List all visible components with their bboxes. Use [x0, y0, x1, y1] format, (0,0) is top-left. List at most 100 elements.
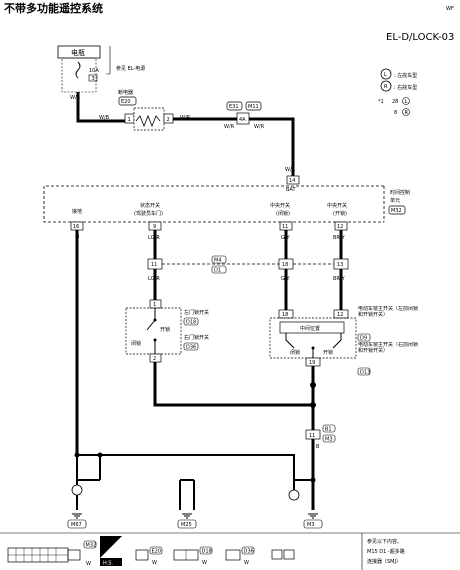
- legend-lh-text: : 左舵车型: [394, 72, 417, 79]
- footer-c2-color: W: [152, 560, 157, 566]
- inline-connector-m4-d1: 11 18 13 M4 D1 LG/R G/Y BR/Y: [147, 255, 349, 282]
- door-switch-pin-bot: 2: [153, 356, 156, 362]
- footer-c3-color: W: [202, 560, 207, 566]
- circuit-breaker: 断电器 E20 W/B 1 2 W/R: [99, 89, 191, 131]
- sheet-code: WF: [446, 6, 454, 12]
- inline2-pin-a: 11: [151, 262, 157, 268]
- ground-symbol-m3: M3: [288, 489, 323, 529]
- hs-icon: H.S.: [100, 536, 122, 567]
- ch-lock-pin: 11: [282, 224, 288, 230]
- breaker-label: 断电器: [118, 89, 133, 96]
- pw-contact-icon: [285, 333, 342, 358]
- timer-name: 时间控制: [390, 189, 410, 196]
- inline-wire-right: W/R: [254, 124, 265, 130]
- legend-lh-mark: L: [384, 72, 387, 78]
- pw-title: 电动车窗主开关（左前闭锁和开锁开关）: [358, 306, 419, 318]
- timer-bat-wire: W/R: [285, 167, 296, 173]
- pw-unlock: 开锁: [323, 349, 333, 356]
- legend-note-b: 8: [394, 110, 397, 116]
- footer-ref-line1: 参见以下内容。: [367, 538, 402, 545]
- ground-wire: B: [316, 444, 320, 450]
- ground-symbol-m67: M67: [67, 484, 87, 529]
- footer-c3: D18: [202, 549, 212, 555]
- legend-note-star: *1: [378, 99, 384, 105]
- ch-unlock-label: 中央开关: [327, 202, 347, 209]
- ch-lock-label: 中央开关: [270, 202, 290, 209]
- breaker-conn: E20: [121, 99, 131, 105]
- footer-ref-line2: M15 D1 -超多路: [367, 548, 405, 555]
- footer-c2: E20: [152, 549, 162, 555]
- connector-e20-face: E20 W: [135, 546, 163, 566]
- pw-pin-c: 19: [309, 360, 315, 366]
- door-switch-conn-r: D36: [186, 345, 196, 351]
- door-lock-switch: 1 开锁 闭锁 2 左门锁开关 D18 右门锁开关 D36: [125, 299, 209, 363]
- wire-battery-feed: [76, 92, 125, 123]
- inline2-wire-a: LG/R: [148, 276, 160, 282]
- connector-generic-face: [271, 549, 295, 560]
- timer-control-unit: BAT 时间控制 单元 M32 接地 状态开关 (驾驶员车门) 中央开关 (闭锁…: [43, 185, 410, 223]
- ch-lock-sub: (闭锁): [276, 210, 290, 217]
- ch-status-pin: 9: [153, 224, 156, 230]
- breaker-pin2: 2: [167, 117, 170, 123]
- page-title: 不带多功能遥控系统: [4, 1, 103, 15]
- connector-d18-face: D18 W: [173, 546, 213, 566]
- ch-unlock-sub: (开锁): [333, 210, 347, 217]
- footer: M32 W H.S. E20 W D18 W D36 W: [0, 532, 460, 570]
- battery-block: 电瓶 10A 3 W/B 参见 EL-电源: [57, 45, 145, 101]
- ground-section: 11 B1 M3 B M67 M25 M3: [67, 424, 336, 529]
- inline-c2: M11: [248, 104, 259, 110]
- battery-wire: W/B: [70, 95, 81, 101]
- battery-label: 电瓶: [71, 48, 85, 57]
- door-switch-contact-icon: [146, 308, 156, 354]
- pw-conn-r: D13: [360, 370, 370, 376]
- fuse-rating: 10A: [89, 68, 99, 74]
- door-switch-name-r: 右门锁开关: [184, 334, 209, 341]
- power-window-switch: 18 12 中间位置 闭锁 开锁 19 电动车窗主开关（左前闭锁和开锁开关） D…: [269, 306, 419, 376]
- inline2-c2: D1: [214, 268, 221, 274]
- breaker-icon: [135, 114, 161, 128]
- connector-d36-face: D36 W: [225, 546, 255, 566]
- door-switch-lock: 闭锁: [131, 340, 141, 347]
- pw-lock: 闭锁: [290, 349, 300, 356]
- inline2-pin-c: 13: [337, 262, 343, 268]
- inline2-c1: M4: [214, 258, 222, 264]
- door-switch-pin-top: 1: [153, 302, 156, 308]
- legend: L : 左舵车型 R : 右舵车型 *1 28 L 8 R: [378, 68, 417, 116]
- footer-c4-color: W: [244, 560, 249, 566]
- pw-conn-l: D9: [360, 336, 367, 342]
- pw-mid: 中间位置: [300, 325, 320, 332]
- timer-name2: 单元: [390, 197, 400, 204]
- diagram-code: EL-D/LOCK-03: [386, 32, 454, 43]
- inline2-wire-c: BR/Y: [333, 276, 346, 282]
- footer-c1-color: W: [86, 561, 91, 567]
- ground-m67: M67: [71, 522, 82, 528]
- legend-note-l: L: [405, 99, 408, 105]
- timer-conn: M32: [391, 208, 402, 214]
- breaker-pin1: 1: [128, 117, 131, 123]
- ground-c1: B1: [325, 427, 332, 433]
- wire-breaker-timer: [173, 117, 295, 183]
- ground-m3: M3: [307, 522, 315, 528]
- ch-unlock-wire: BR/Y: [333, 235, 346, 241]
- connector-m32-face: M32 W: [7, 540, 97, 567]
- footer-ref-line3: 连接器（SMJ）: [367, 558, 401, 565]
- inline2-wire-b: G/Y: [281, 276, 291, 282]
- ch-status-sub: (驾驶员车门): [134, 210, 163, 217]
- footer-c1: M32: [86, 543, 97, 549]
- legend-note-r: R: [405, 110, 409, 116]
- battery-ref: 参见 EL-电源: [116, 65, 145, 72]
- ground-symbol-m25: M25: [177, 513, 197, 529]
- inline-connector-e31-m11: E31 M11 4A W/R W/R: [224, 101, 265, 130]
- ch-ground-pin: 16: [73, 224, 79, 230]
- door-switch-name-l: 左门锁开关: [184, 309, 209, 316]
- timer-bat-pin: 14: [289, 178, 295, 184]
- timer-bat-label: BAT: [286, 187, 296, 193]
- ground-c2: M3: [325, 437, 333, 443]
- fuse-icon: [75, 61, 81, 79]
- ground-m25: M25: [181, 522, 192, 528]
- ch-unlock-pin: 12: [337, 224, 343, 230]
- ground-pin: 11: [309, 433, 315, 439]
- fuse-number: 3: [92, 76, 95, 82]
- legend-note-a: 28: [392, 99, 398, 105]
